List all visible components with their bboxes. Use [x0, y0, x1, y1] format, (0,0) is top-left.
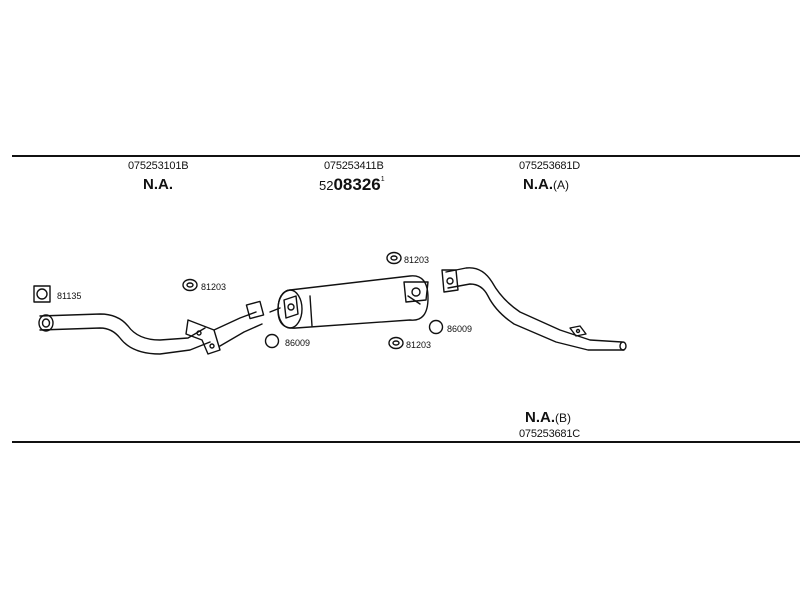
tail-pipe-status: N.A. — [523, 176, 553, 193]
front-pipe-icon — [38, 300, 265, 355]
tail-pipe-status-wrap: N.A.(A) — [523, 177, 569, 193]
gasket-label: 81135 — [57, 291, 82, 301]
muffler-alt-sup: 1 — [380, 176, 385, 183]
alt-tail-pipe-status-wrap: N.A.(B) — [525, 410, 571, 426]
hanger-icon-bottom — [388, 336, 404, 350]
ring-label-rear: 86009 — [447, 324, 473, 334]
hanger-label-front: 81203 — [201, 282, 227, 292]
muffler-alt-number: 52083261 — [319, 176, 385, 194]
muffler-alt-prefix: 52 — [319, 178, 334, 193]
alt-tail-pipe-part-number: 075253681C — [519, 428, 581, 440]
top-rule — [12, 155, 800, 157]
ring-icon-front — [264, 333, 280, 349]
hanger-label-bottom: 81203 — [406, 340, 432, 350]
hanger-icon-top — [386, 251, 402, 265]
muffler-alt-main: 08326 — [333, 175, 381, 194]
front-pipe-status: N.A. — [143, 176, 173, 193]
alt-tail-pipe-status-suffix: (B) — [555, 411, 571, 425]
bottom-rule — [12, 441, 800, 443]
ring-icon-rear — [428, 319, 444, 335]
tail-pipe-status-suffix: (A) — [553, 178, 569, 192]
hanger-icon-front — [182, 278, 198, 292]
hanger-label-top: 81203 — [404, 255, 430, 265]
tail-pipe-icon — [441, 267, 627, 351]
ring-label-front: 86009 — [285, 338, 311, 348]
alt-tail-pipe-status: N.A. — [525, 409, 555, 426]
muffler-part-number: 075253411B — [324, 160, 384, 172]
muffler-icon — [269, 275, 429, 329]
front-pipe-part-number: 075253101B — [128, 160, 189, 172]
gasket-icon — [33, 285, 51, 303]
tail-pipe-part-number: 075253681D — [519, 160, 581, 172]
